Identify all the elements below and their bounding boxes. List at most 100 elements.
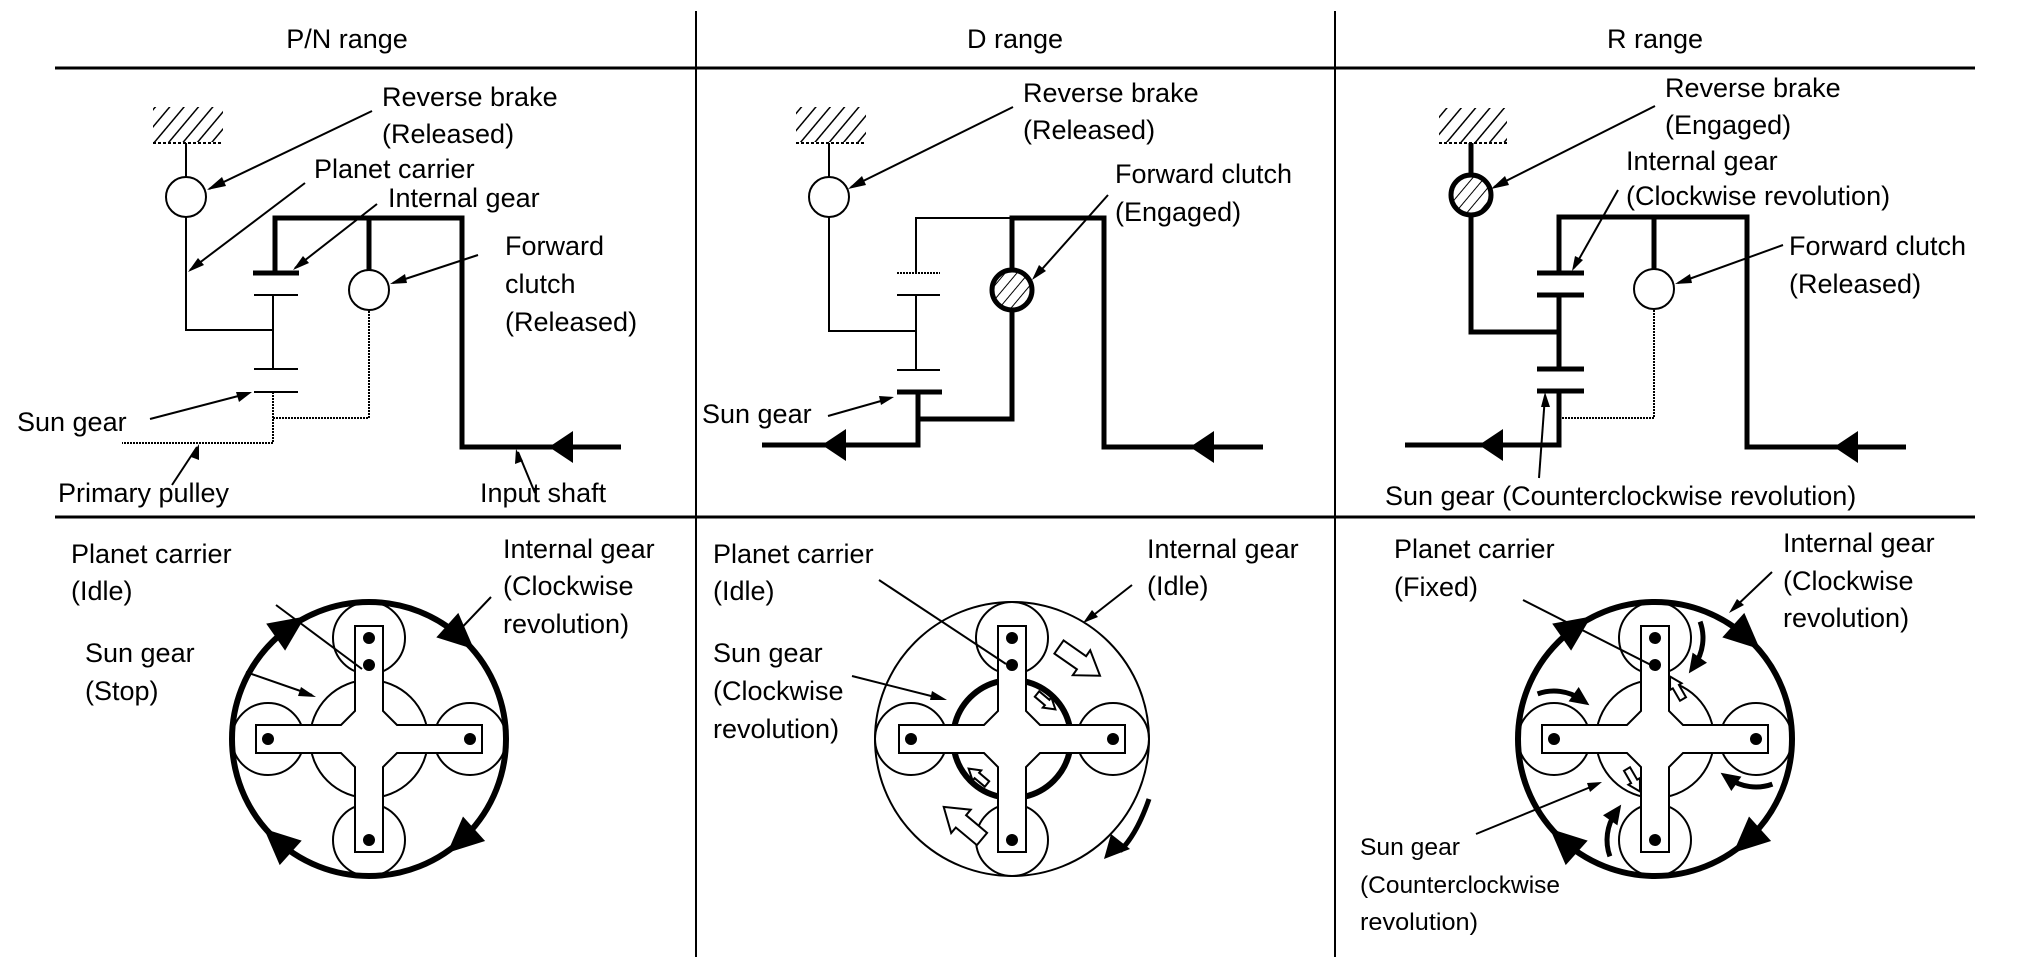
sun-rotation-arrow-icon bbox=[967, 767, 991, 789]
d-bottom-planet-carrier-state: (Idle) bbox=[713, 576, 775, 606]
pn-forward-clutch-label-1: Forward bbox=[505, 231, 604, 261]
carrier-pin bbox=[1006, 632, 1018, 644]
ground-hatch bbox=[153, 107, 223, 142]
r-forward-clutch-state: (Released) bbox=[1789, 269, 1921, 299]
carrier-pin bbox=[1750, 733, 1762, 745]
r-bottom-planet-carrier-state: (Fixed) bbox=[1394, 572, 1478, 602]
d-bottom-internal-gear-label: Internal gear bbox=[1147, 534, 1299, 564]
d-bottom-planet-carrier-label: Planet carrier bbox=[713, 539, 874, 569]
rotation-arrow-icon bbox=[266, 616, 306, 651]
pn-bottom-planet-carrier-state: (Idle) bbox=[71, 576, 133, 606]
r-internal-gear-state: (Clockwise revolution) bbox=[1626, 181, 1890, 211]
carrier-pin bbox=[464, 733, 476, 745]
output-rotation-arrow bbox=[1118, 798, 1152, 853]
rotation-arrow-icon bbox=[1722, 612, 1760, 650]
carrier-pin bbox=[1006, 659, 1018, 671]
pn-bottom-sun-gear-label: Sun gear bbox=[85, 638, 195, 668]
r-bottom-sun-gear-label: Sun gear bbox=[1360, 834, 1460, 861]
rotation-arrow-icon bbox=[1688, 652, 1707, 674]
planet-carrier bbox=[255, 625, 483, 853]
d-schematic bbox=[762, 106, 1263, 463]
reverse-brake-released bbox=[808, 176, 850, 218]
forward-clutch-engaged bbox=[989, 267, 1035, 313]
d-forward-clutch-label: Forward clutch bbox=[1115, 159, 1292, 189]
r-internal-gear-label: Internal gear bbox=[1626, 146, 1778, 176]
pn-planet-carrier-label: Planet carrier bbox=[314, 154, 475, 184]
pn-bottom-planet-carrier-label: Planet carrier bbox=[71, 539, 232, 569]
output-arrow-icon bbox=[822, 429, 846, 461]
rotation-arrow-icon bbox=[447, 816, 486, 853]
d-bottom-sun-gear-state-1: (Clockwise bbox=[713, 676, 844, 706]
planet-carrier-rotation-arrow-icon bbox=[942, 805, 989, 847]
r-bottom-sun-gear-state-2: revolution) bbox=[1360, 909, 1478, 936]
carrier-pin bbox=[262, 733, 274, 745]
table-grid bbox=[55, 11, 1975, 957]
carrier-pin bbox=[363, 834, 375, 846]
r-forward-clutch-label: Forward clutch bbox=[1789, 231, 1966, 261]
carrier-pin bbox=[363, 632, 375, 644]
carrier-pin bbox=[1006, 834, 1018, 846]
d-reverse-brake-label: Reverse brake bbox=[1023, 78, 1199, 108]
carrier-pin bbox=[363, 659, 375, 671]
input-arrow-icon bbox=[549, 431, 573, 463]
sun-gear-highlight bbox=[951, 678, 1001, 728]
pn-input-shaft-label: Input shaft bbox=[480, 478, 607, 508]
planet-carrier-rotation-arrow-icon bbox=[1053, 639, 1102, 677]
pn-internal-gear-label: Internal gear bbox=[388, 183, 540, 213]
d-gearset-view bbox=[874, 601, 1152, 877]
rotation-arrow-icon bbox=[264, 828, 302, 866]
d-sun-gear-label: Sun gear bbox=[702, 399, 812, 429]
sun-rotation-arrow-icon bbox=[1668, 674, 1688, 703]
sun-gear-highlight bbox=[1023, 678, 1073, 728]
reverse-brake-released bbox=[165, 176, 207, 218]
planet-carrier bbox=[898, 625, 1126, 853]
r-reverse-brake-state: (Engaged) bbox=[1665, 110, 1791, 140]
sun-gear-highlight bbox=[951, 750, 1001, 800]
pn-reverse-brake-state: (Released) bbox=[382, 119, 514, 149]
pn-bottom-sun-gear-state: (Stop) bbox=[85, 676, 159, 706]
rotation-arrow-icon bbox=[1603, 804, 1622, 826]
pn-sun-gear-label: Sun gear bbox=[17, 407, 127, 437]
r-reverse-brake-label: Reverse brake bbox=[1665, 73, 1841, 103]
header-r-range: R range bbox=[1607, 24, 1703, 54]
r-sun-gear-label: Sun gear (Counterclockwise revolution) bbox=[1385, 481, 1856, 511]
sun-rotation-arrow-icon bbox=[1622, 765, 1642, 794]
pn-schematic bbox=[122, 107, 621, 494]
output-rotation-arrow-icon bbox=[1104, 834, 1130, 859]
r-schematic bbox=[1405, 105, 1906, 479]
carrier-pin bbox=[1649, 834, 1661, 846]
pn-reverse-brake-label: Reverse brake bbox=[382, 82, 558, 112]
pn-gearset-view bbox=[229, 599, 509, 879]
r-bottom-internal-gear-state-1: (Clockwise bbox=[1783, 566, 1914, 596]
d-reverse-brake-state: (Released) bbox=[1023, 115, 1155, 145]
pn-bottom-internal-gear-state-1: (Clockwise bbox=[503, 571, 634, 601]
r-gearset-view bbox=[1515, 599, 1795, 879]
input-arrow-icon bbox=[1834, 431, 1858, 463]
sun-rotation-arrow-icon bbox=[1033, 689, 1057, 711]
carrier-pin bbox=[1548, 733, 1560, 745]
pn-bottom-internal-gear-label: Internal gear bbox=[503, 534, 655, 564]
carrier-pin bbox=[1107, 733, 1119, 745]
forward-clutch-released bbox=[1633, 268, 1675, 310]
d-bottom-sun-gear-state-2: revolution) bbox=[713, 714, 839, 744]
r-bottom-internal-gear-label: Internal gear bbox=[1783, 528, 1935, 558]
header-pn-range: P/N range bbox=[286, 24, 408, 54]
rotation-arrow-icon bbox=[1733, 816, 1772, 853]
pn-forward-clutch-state: (Released) bbox=[505, 307, 637, 337]
planet-carrier bbox=[1541, 625, 1769, 853]
pn-bottom-internal-gear-state-2: revolution) bbox=[503, 609, 629, 639]
header-d-range: D range bbox=[967, 24, 1063, 54]
sun-gear-highlight bbox=[1023, 750, 1073, 800]
output-arrow-icon bbox=[1479, 429, 1503, 461]
d-forward-clutch-state: (Engaged) bbox=[1115, 197, 1241, 227]
input-arrow-icon bbox=[1190, 431, 1214, 463]
r-bottom-internal-gear-state-2: revolution) bbox=[1783, 603, 1909, 633]
ground-hatch bbox=[796, 107, 866, 142]
carrier-pin bbox=[1649, 632, 1661, 644]
rotation-arrow-icon bbox=[1552, 616, 1592, 651]
carrier-pin bbox=[905, 733, 917, 745]
ground-hatch bbox=[1439, 108, 1507, 142]
pn-primary-pulley-label: Primary pulley bbox=[58, 478, 230, 508]
pn-forward-clutch-label-2: clutch bbox=[505, 269, 576, 299]
